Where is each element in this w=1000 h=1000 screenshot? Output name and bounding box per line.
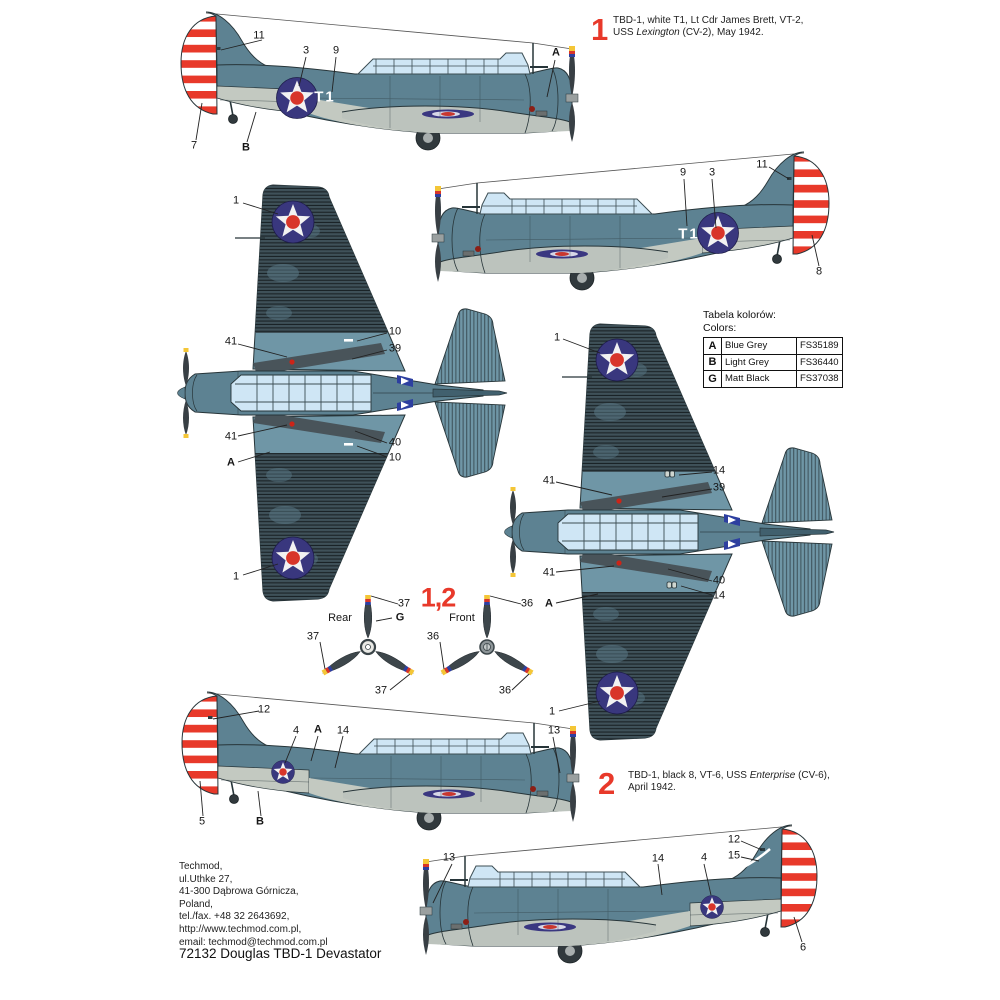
- kit-title: 72132 Douglas TBD-1 Devastator: [179, 946, 382, 961]
- callout-label: 40: [712, 574, 726, 587]
- callout-label: 1: [232, 570, 240, 583]
- wing-white-dash-upper: [344, 339, 353, 342]
- color-letter: G: [703, 370, 722, 388]
- color-row-a: A Blue Grey FS35189: [703, 337, 843, 355]
- address-line: tel./fax. +48 32 2643692,: [179, 911, 290, 923]
- address-line: email: techmod@techmod.com.pl: [179, 936, 328, 948]
- callout-label: 9: [679, 166, 687, 179]
- tail-code-t1-left: T1: [314, 88, 336, 106]
- callout-label: 1: [553, 331, 561, 344]
- color-table: Tabela kolorów: Colors: A Blue Grey FS35…: [703, 309, 843, 388]
- color-row-g: G Matt Black FS37038: [703, 370, 843, 388]
- address-line: Techmod,: [179, 861, 223, 872]
- callout-label: A: [314, 723, 322, 736]
- callout-label: 5: [198, 815, 206, 828]
- color-letter: A: [703, 337, 722, 355]
- callout-label: 14: [712, 589, 726, 602]
- callout-label: 4: [292, 724, 300, 737]
- callout-label: 12: [257, 703, 271, 716]
- address-line: Poland,: [179, 898, 213, 910]
- fastener-clip-upper: [664, 470, 675, 478]
- color-table-title-pl: Tabela kolorów:: [703, 309, 776, 321]
- profile-scheme2-right: [420, 825, 818, 963]
- callout-label: 41: [542, 566, 556, 579]
- callout-label: 36: [498, 684, 512, 697]
- callout-label: 1: [548, 705, 556, 718]
- callout-label: A: [552, 46, 560, 59]
- propeller-schemes-label: 1,2: [420, 582, 457, 613]
- color-code: FS36440: [796, 353, 843, 371]
- callout-label: 10: [388, 451, 402, 464]
- color-name: Blue Grey: [721, 337, 797, 355]
- color-code: FS37038: [796, 370, 843, 388]
- callout-label: 37: [397, 597, 411, 610]
- propeller-front-label: Front: [449, 612, 475, 624]
- callout-label: 36: [426, 630, 440, 643]
- callout-label: B: [256, 815, 264, 828]
- callout-label: 13: [442, 851, 456, 864]
- callout-label: A: [545, 597, 553, 610]
- fin-white-flash: [743, 848, 771, 869]
- profile-scheme1-right: [432, 152, 830, 290]
- callout-label: 13: [547, 724, 561, 737]
- color-table-title-en: Colors:: [703, 322, 737, 334]
- callout-label: 3: [708, 166, 716, 179]
- callout-leader-lines: [195, 39, 820, 943]
- address-line: http://www.techmod.com.pl,: [179, 923, 302, 935]
- callout-label: 39: [712, 481, 726, 494]
- scheme2-caption: TBD-1, black 8, VT-6, USS Enterprise (CV…: [628, 770, 830, 793]
- callout-label: 1: [232, 194, 240, 207]
- callout-label: B: [242, 141, 250, 154]
- callout-label: 8: [815, 265, 823, 278]
- callout-label: 37: [374, 684, 388, 697]
- callout-label: 15: [727, 849, 741, 862]
- callout-label: 41: [224, 335, 238, 348]
- callout-label: 14: [336, 724, 350, 737]
- color-name: Matt Black: [721, 370, 797, 388]
- propeller-rear-label: Rear: [328, 612, 352, 624]
- callout-label: 40: [388, 436, 402, 449]
- callout-label: 3: [302, 44, 310, 57]
- callout-label: 36: [520, 597, 534, 610]
- scheme1-number: 1: [591, 12, 609, 47]
- callout-label: 6: [799, 941, 807, 954]
- publisher-address: Techmod, ul.Uthke 27, 41-300 Dąbrowa Gór…: [179, 861, 328, 949]
- scheme2-number: 2: [598, 766, 616, 801]
- propeller-diagram-rear: [321, 595, 415, 676]
- callout-label: G: [395, 611, 405, 624]
- scheme1-caption: TBD-1, white T1, Lt Cdr James Brett, VT-…: [613, 15, 804, 38]
- color-letter: B: [703, 353, 722, 371]
- tail-code-t1-right: T1: [678, 225, 700, 243]
- callout-label: 9: [332, 44, 340, 57]
- fastener-clip-lower: [666, 581, 677, 589]
- propeller-diagram-front: [440, 595, 534, 676]
- callout-label: 12: [727, 833, 741, 846]
- color-code: FS35189: [796, 337, 843, 355]
- plan-view-scheme2: [505, 320, 836, 744]
- color-name: Light Grey: [721, 353, 797, 371]
- callout-label: 14: [712, 464, 726, 477]
- callout-label: 7: [190, 139, 198, 152]
- callout-label: A: [227, 456, 235, 469]
- callout-label: 37: [306, 630, 320, 643]
- address-line: ul.Uthke 27,: [179, 873, 233, 885]
- profile-scheme2-left: [181, 692, 579, 830]
- wing-white-dash-lower: [344, 443, 353, 446]
- color-row-b: B Light Grey FS36440: [703, 353, 843, 371]
- callout-label: 14: [651, 852, 665, 865]
- callout-label: 41: [542, 474, 556, 487]
- callout-label: 41: [224, 430, 238, 443]
- address-line: 41-300 Dąbrowa Górnicza,: [179, 886, 299, 898]
- profile-scheme1-left: [180, 12, 578, 150]
- callout-label: 11: [253, 29, 265, 42]
- callout-label: 11: [756, 158, 768, 171]
- callout-label: 4: [700, 851, 708, 864]
- callout-label: 10: [388, 325, 402, 338]
- plan-view-scheme1: [178, 181, 509, 605]
- callout-label: 39: [388, 342, 402, 355]
